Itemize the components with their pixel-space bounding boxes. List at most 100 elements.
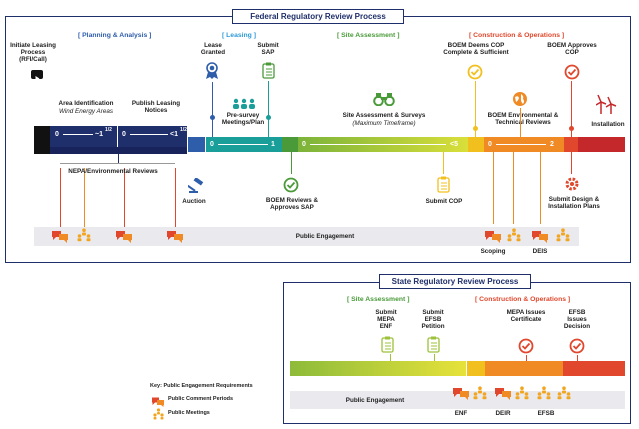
comment-bubbles-icon [151,394,165,412]
label-scoping: Scoping [480,248,506,255]
connector-nepa [118,154,120,164]
meeting-people-icon [536,386,552,405]
section-construction: [ Construction & Operations ] [469,32,565,39]
comment-bubbles-icon [494,386,512,405]
label-efsb: EFSB [537,410,555,417]
connector-dot [473,126,478,131]
clipboard-icon [262,62,275,84]
state-timeline-construction [485,361,563,376]
federal-title: Federal Regulatory Review Process [232,9,404,24]
timeline-a-end: ~1 [95,131,103,138]
state-timeline-site [290,361,466,376]
connector-scoping [493,152,495,224]
timeline-installation [578,137,625,152]
check-circle-icon [569,338,585,359]
connector-dot [266,115,271,120]
state-section-construction: [ Construction & Operations ] [475,296,571,303]
timeline-c-end: 1 [271,141,275,148]
timeline-d-line [310,144,446,145]
meeting-people-icon [232,97,256,115]
section-planning: [ Planning & Analysis ] [78,32,152,39]
connector-lease [212,82,214,137]
label-approves-sap: BOEM Reviews & Approves SAP [265,197,319,211]
meeting-people-icon [514,386,530,405]
timeline-planning-sub [50,147,187,154]
label-max-time: (Maximum Timeframe) [352,120,416,127]
label-lease-granted: Lease Granted [200,42,226,56]
timeline-e-line [496,144,546,145]
section-site: [ Site Assessment ] [337,32,400,39]
timeline-b-line [130,134,168,135]
connector-design [571,152,573,174]
label-env-reviews: BOEM Environmental & Technical Reviews [487,112,559,126]
timeline-e-end: 2 [550,141,554,148]
label-site-surveys: Site Assessment & Surveys [342,112,426,119]
section-leasing: [ Leasing ] [222,32,256,39]
wind-turbine-icon [595,94,618,119]
connector-pe [60,168,62,228]
clipboard-icon [427,336,440,358]
label-wind-areas: Wind Energy Areas [59,108,113,115]
gavel-icon [187,177,204,199]
check-circle-icon [467,64,483,85]
meeting-people-icon [555,228,571,247]
connector-cop [443,152,445,174]
meeting-people-icon [472,386,488,405]
timeline-c-line [218,144,268,145]
state-connector [526,355,528,361]
label-nepa: NEPA/Environmental Reviews [68,168,158,175]
timeline-b-sup: 1/2 [180,127,187,133]
label-deems-cop: BOEM Deems COP Complete & Sufficient [443,42,509,56]
label-enf: ENF [454,410,468,417]
nepa-bracket [60,163,175,164]
connector-env [520,108,522,137]
label-submit-sap: Submit SAP [257,42,279,56]
label-publish: Publish Leasing Notices [131,100,181,114]
label-approves-cop: BOEM Approves COP [547,42,597,56]
state-public-engagement-band [290,391,625,409]
key-meetings: Public Meetings [168,410,210,416]
timeline-d-end: <5 [450,141,458,148]
connector-approve-sap [291,152,293,174]
state-label-public-engagement: Public Engagement [345,397,405,404]
connector-deis2 [540,152,542,224]
meeting-people-icon [556,386,572,405]
label-auction: Auction [182,198,206,205]
state-connector [390,354,392,361]
clipboard-icon [381,336,394,358]
label-deir: DEIR [495,410,511,417]
timeline-b-start: 0 [122,131,126,138]
connector-pe [175,168,177,228]
timeline-b-end: <1 [170,131,178,138]
play-icon [31,70,43,81]
key-title: Key: Public Engagement Requirements [150,383,253,389]
key-comment: Public Comment Periods [168,396,234,402]
label-submit-design: Submit Design & Installation Plans [548,196,600,210]
label-mepa-enf: Submit MEPA ENF [375,309,397,330]
award-ribbon-icon [205,62,219,85]
timeline-initiate [34,126,50,154]
meeting-people-icon [76,228,92,247]
comment-bubbles-icon [531,229,549,248]
timeline-e-start: 0 [488,141,492,148]
label-initiate: Initiate Leasing Process (RFI/Call) [10,42,56,63]
connector-deems [475,81,477,137]
timeline-a-sup: 1/2 [105,127,112,133]
label-submit-cop: Submit COP [425,198,463,205]
label-mepa-cert: MEPA Issues Certificate [506,309,546,323]
timeline-a-start: 0 [55,131,59,138]
globe-icon [512,91,528,112]
comment-bubbles-icon [115,229,133,248]
connector-pe [84,168,86,228]
label-area-id: Area Identification [58,100,114,107]
state-timeline-mepa [467,361,485,376]
connector-sap [268,81,270,137]
label-deis: DEIS [532,248,548,255]
check-circle-icon [283,177,299,198]
meeting-people-icon [506,228,522,247]
state-section-site: [ Site Assessment ] [347,296,410,303]
label-public-engagement: Public Engagement [295,233,355,240]
clipboard-icon [437,176,450,198]
state-title: State Regulatory Review Process [379,274,531,289]
connector-approves [571,81,573,137]
